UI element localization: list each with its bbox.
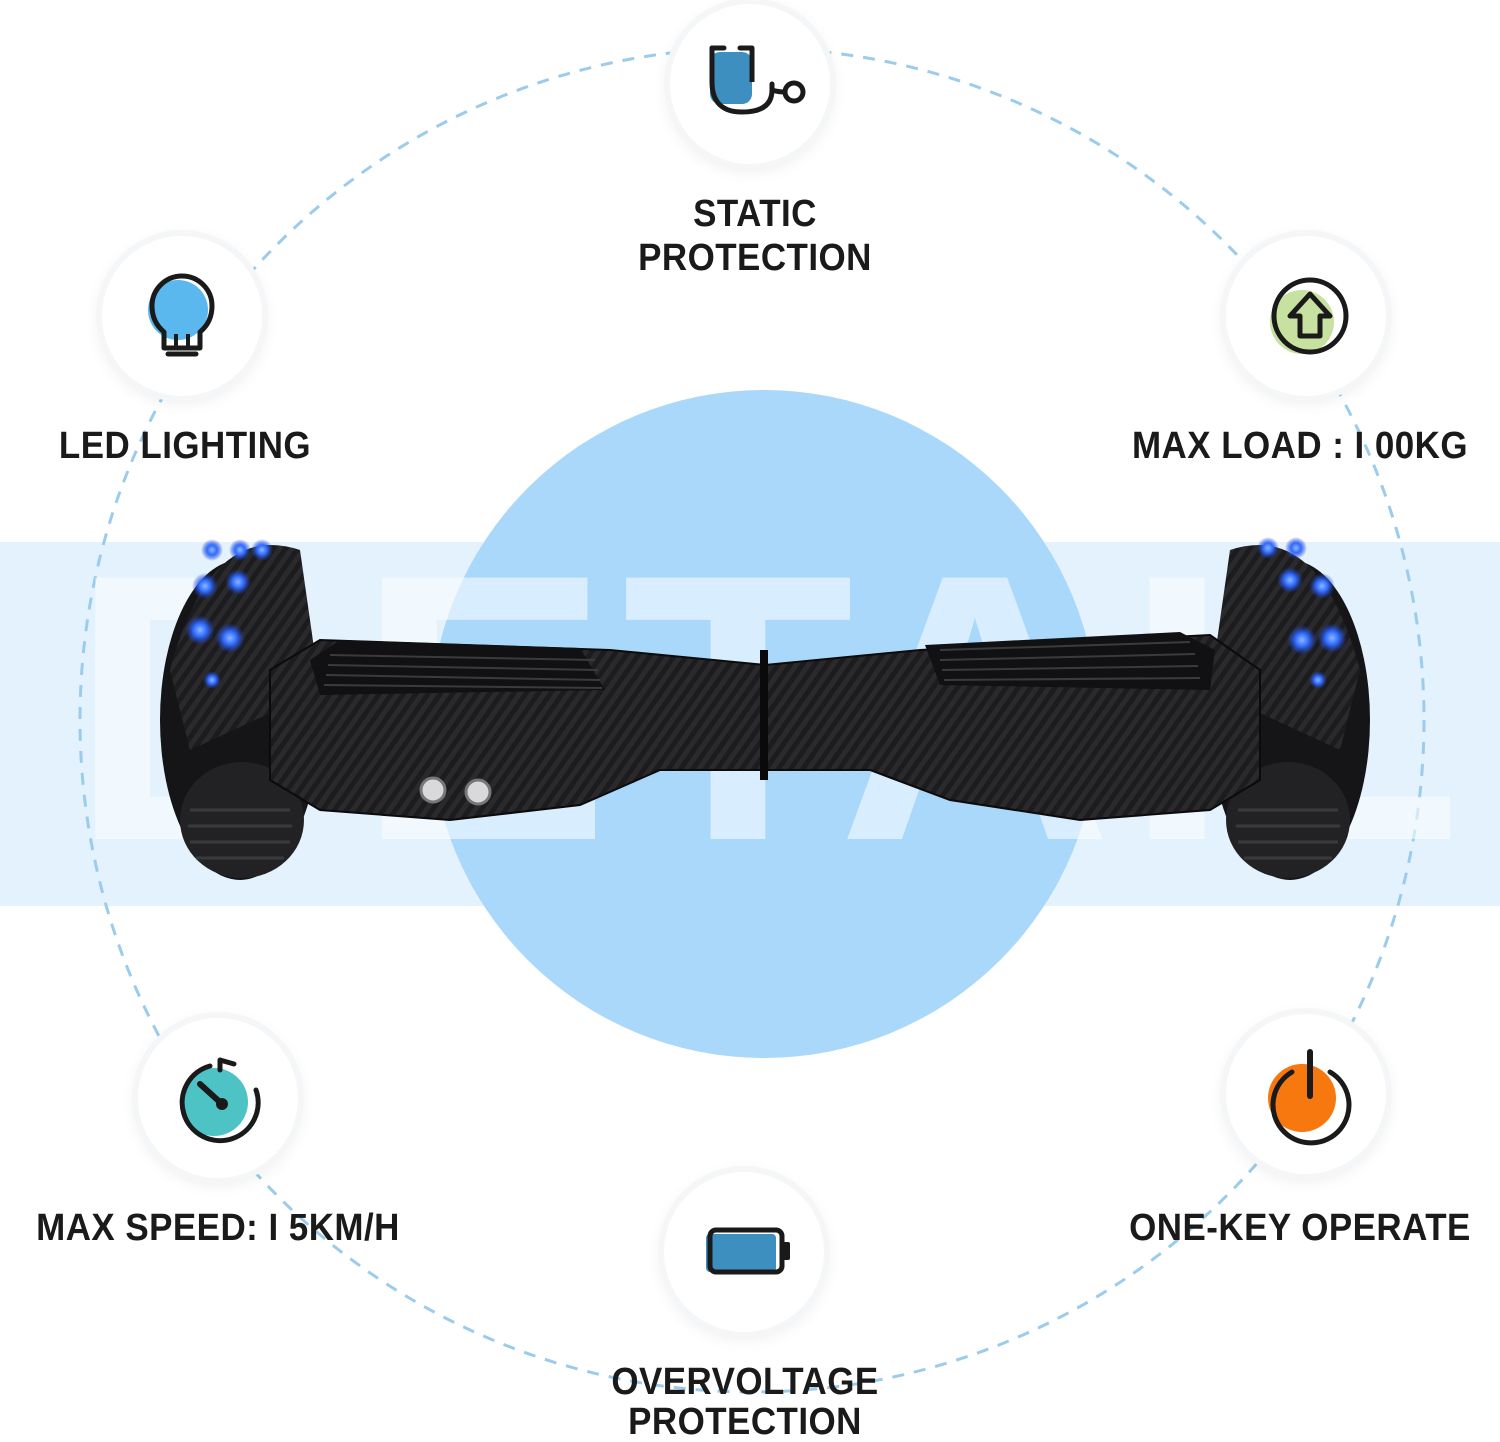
left-led-lights bbox=[185, 539, 273, 689]
right-led-lights bbox=[1257, 537, 1347, 689]
power-button-icon bbox=[1268, 1049, 1352, 1146]
max-load-label: MAX LOAD : I 00KG bbox=[1131, 425, 1469, 467]
stethoscope-icon bbox=[709, 45, 806, 115]
overvoltage-protection-line2: PROTECTION bbox=[628, 1401, 862, 1442]
static-protection-line2: PROTECTION bbox=[638, 237, 872, 279]
static-protection-badge bbox=[670, 4, 830, 164]
one-key-operate-label: ONE-KEY OPERATE bbox=[1129, 1207, 1471, 1249]
one-key-operate-badge bbox=[1226, 1014, 1386, 1174]
upload-arrow-icon bbox=[1270, 277, 1349, 355]
speedometer-icon bbox=[179, 1057, 261, 1144]
static-protection-line1: STATIC bbox=[693, 193, 817, 235]
max-speed-badge bbox=[138, 1018, 298, 1178]
led-lighting-badge bbox=[102, 236, 262, 396]
battery-icon bbox=[706, 1227, 790, 1275]
led-lighting-label: LED LIGHTING bbox=[58, 425, 312, 467]
hoverboard-image bbox=[160, 537, 1370, 880]
lightbulb-icon bbox=[148, 273, 215, 357]
overvoltage-protection-badge bbox=[664, 1172, 824, 1332]
overvoltage-protection-line1: OVERVOLTAGE bbox=[611, 1361, 879, 1403]
max-load-badge bbox=[1226, 236, 1386, 396]
max-speed-label: MAX SPEED: I 5KM/H bbox=[36, 1207, 400, 1249]
